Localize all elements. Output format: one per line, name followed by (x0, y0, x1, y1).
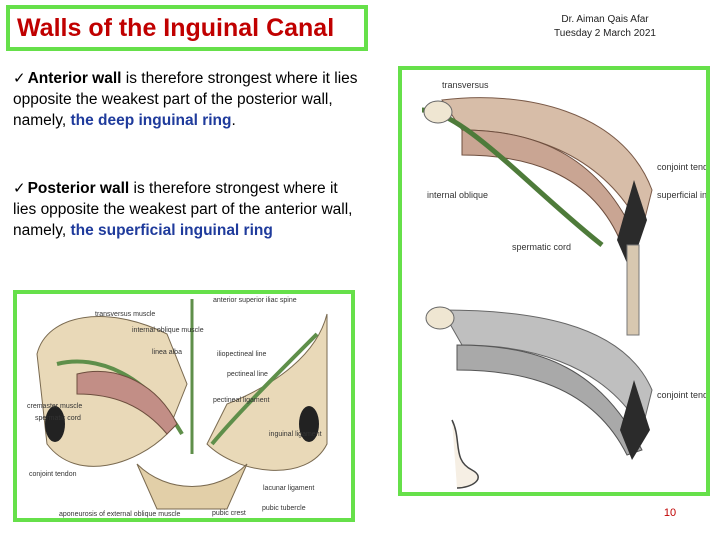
label-pectineal-ligament: pectineal ligament (213, 397, 269, 404)
right-hip-bone (206, 313, 328, 471)
bullet-highlight: the superficial inguinal ring (70, 222, 273, 239)
label-transversus-muscle: transversus muscle (95, 311, 155, 318)
conjoint-tendon-lower (620, 380, 650, 460)
title-box: Walls of the Inguinal Canal (6, 5, 368, 51)
label-pubic-tubercle: pubic tubercle (262, 505, 306, 512)
label-conjoint-tendon: conjoint tendon (657, 162, 706, 172)
figure-silhouette (451, 419, 479, 489)
label-internal-oblique: internal oblique (427, 190, 488, 200)
lower-panel: conjoint tendon (425, 306, 706, 489)
bullet-bold: Posterior wall (27, 180, 130, 197)
label-conjoint-tendon: conjoint tendon (29, 471, 77, 478)
label-spermatic-cord: spermatic cord (512, 242, 571, 252)
label-iliopectineal-line: iliopectineal line (217, 351, 267, 358)
check-icon: ✓ (13, 70, 26, 87)
obturator-foramen-left (45, 406, 65, 442)
label-aponeurosis: aponeurosis of external oblique muscle (59, 511, 181, 518)
internal-oblique-shape (76, 370, 178, 435)
label-pubic-crest: pubic crest (212, 510, 246, 517)
bullet-posterior-wall: ✓Posterior wall is therefore strongest w… (13, 178, 363, 241)
check-icon: ✓ (13, 180, 26, 197)
upper-panel: transversus conjoint tendon superficial … (421, 80, 706, 336)
label-anterior-superior-iliac-spine: anterior superior iliac spine (213, 297, 297, 304)
label-superficial-inguinal-ring: superficial inguinal ring (657, 190, 706, 200)
right-figure-frame: transversus conjoint tendon superficial … (398, 66, 710, 496)
author-block: Dr. Aiman Qais Afar Tuesday 2 March 2021 (520, 13, 690, 41)
bullet-text: is therefore strongest where it lies opp… (13, 70, 358, 129)
bullet-highlight: the deep inguinal ring (70, 112, 232, 129)
label-internal-oblique-muscle: internal oblique muscle (132, 327, 204, 334)
inguinal-ligament-right (210, 332, 319, 446)
label-spermatic-cord: spermatic cord (35, 415, 81, 422)
label-lacunar-ligament: lacunar ligament (263, 485, 314, 492)
author-name: Dr. Aiman Qais Afar (561, 14, 649, 25)
label-conjoint-tendon-lower: conjoint tendon (657, 390, 706, 400)
bone-head (423, 100, 453, 124)
obturator-foramen-right (299, 406, 319, 442)
pubic-bone (136, 463, 248, 510)
label-pectineal-line: pectineal line (227, 371, 268, 378)
label-inguinal-ligament: inguinal ligament (269, 431, 322, 438)
bullet-end: . (231, 112, 236, 129)
bone-head-lower (425, 306, 455, 330)
left-figure-frame: anterior superior iliac spine transversu… (13, 290, 355, 522)
bullet-anterior-wall: ✓Anterior wall is therefore strongest wh… (13, 68, 363, 131)
spermatic-cord-shape (626, 244, 640, 336)
label-transversus: transversus (442, 80, 489, 90)
pelvis-illustration: anterior superior iliac spine transversu… (27, 297, 328, 518)
label-cremaster-muscle: cremaster muscle (27, 403, 82, 410)
label-linea-alba: linea alba (152, 349, 182, 356)
inguinal-muscle-illustration: transversus conjoint tendon superficial … (421, 80, 706, 489)
bullet-text: is therefore strongest where it lies opp… (13, 180, 353, 239)
bullet-bold: Anterior wall (27, 70, 122, 87)
conjoint-tendon-shape (617, 180, 647, 270)
slide-title: Walls of the Inguinal Canal (17, 13, 335, 42)
presentation-date: Tuesday 2 March 2021 (554, 28, 656, 39)
transversus-muscle-lower (441, 309, 653, 432)
page-number: 10 (663, 507, 677, 519)
